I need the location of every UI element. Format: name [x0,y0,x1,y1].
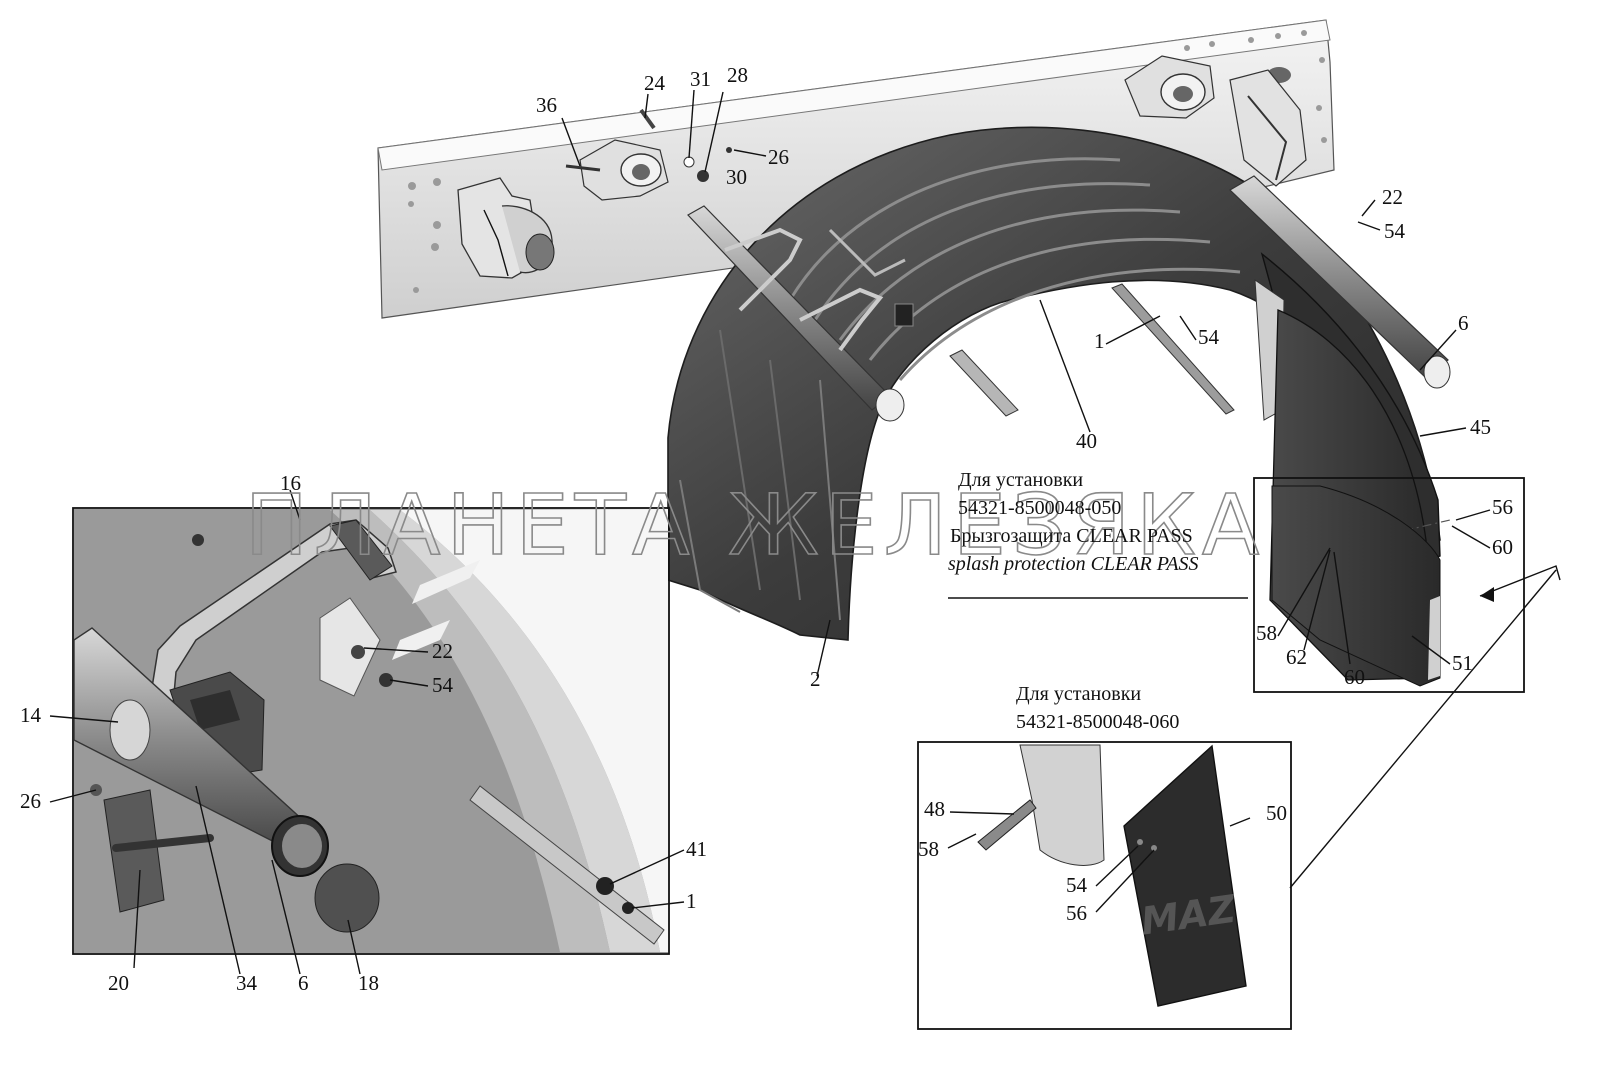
callout-6-top: 6 [1458,311,1469,335]
mudflap-install-title: Для установки [1016,683,1141,705]
callout-41: 41 [686,837,707,861]
watermark-text: ПЛАНЕТА ЖЕЛЕЗЯКА [245,476,1266,574]
clear-pass-name-ru: Брызгозащита CLEAR PASS [950,525,1193,547]
callout-54-detail: 54 [432,673,454,697]
frame-bracket-right [1124,55,1307,187]
callout-54-top: 54 [1384,219,1406,243]
callout-60-bottom: 60 [1344,665,1365,689]
callout-31: 31 [690,67,711,91]
callout-36: 36 [536,93,557,117]
captions: Для установки 54321-8500048-050 Брызгоза… [948,469,1199,733]
callout-26-detail: 26 [20,789,41,813]
callout-54-mid: 54 [1198,325,1220,349]
clear-pass-name-en: splash protection CLEAR PASS [948,553,1199,575]
callout-22-detail: 22 [432,639,453,663]
callout-45: 45 [1470,415,1491,439]
callout-1-top: 1 [1094,329,1105,353]
callout-56-flap: 56 [1066,901,1087,925]
callout-51: 51 [1452,651,1473,675]
callout-54-flap: 54 [1066,873,1088,897]
mudflap-install-code: 54321-8500048-060 [1016,711,1179,733]
callout-16: 16 [280,471,301,495]
callout-24: 24 [644,71,666,95]
callout-62: 62 [1286,645,1307,669]
callout-18: 18 [358,971,379,995]
detail-view-box [72,507,670,955]
callout-56-top: 56 [1492,495,1513,519]
clear-pass-install-code: 54321-8500048-050 [958,497,1121,519]
callout-6-detail: 6 [298,971,309,995]
mud-flap-inset: MAZ [917,741,1292,1030]
tube-clamp-bracket-36 [565,139,669,201]
callout-26-top: 26 [768,145,789,169]
clear-pass-inset [1253,477,1561,693]
callout-40: 40 [1076,429,1097,453]
callout-48: 48 [924,797,945,821]
mounting-tube-6 [687,175,1451,422]
connector-line [1289,569,1557,889]
callout-28: 28 [727,63,748,87]
callout-14: 14 [20,703,42,727]
callout-50: 50 [1266,801,1287,825]
callout-20: 20 [108,971,129,995]
callout-labels: 36 24 31 28 26 30 22 54 1 54 6 40 45 56 … [20,63,1513,995]
leader-lines [49,89,1491,975]
clear-pass-install-title: Для установки [958,469,1083,491]
support-rod-1 [949,283,1235,417]
fastener-set-top [639,108,732,182]
callout-2: 2 [810,667,821,691]
callout-58-top: 58 [1256,621,1277,645]
callout-58-flap: 58 [918,837,939,861]
callout-30: 30 [726,165,747,189]
callout-34: 34 [236,971,258,995]
callout-60-top: 60 [1492,535,1513,559]
callout-1-detail: 1 [686,889,697,913]
callout-22-top: 22 [1382,185,1403,209]
frame-bracket-left [457,177,555,279]
